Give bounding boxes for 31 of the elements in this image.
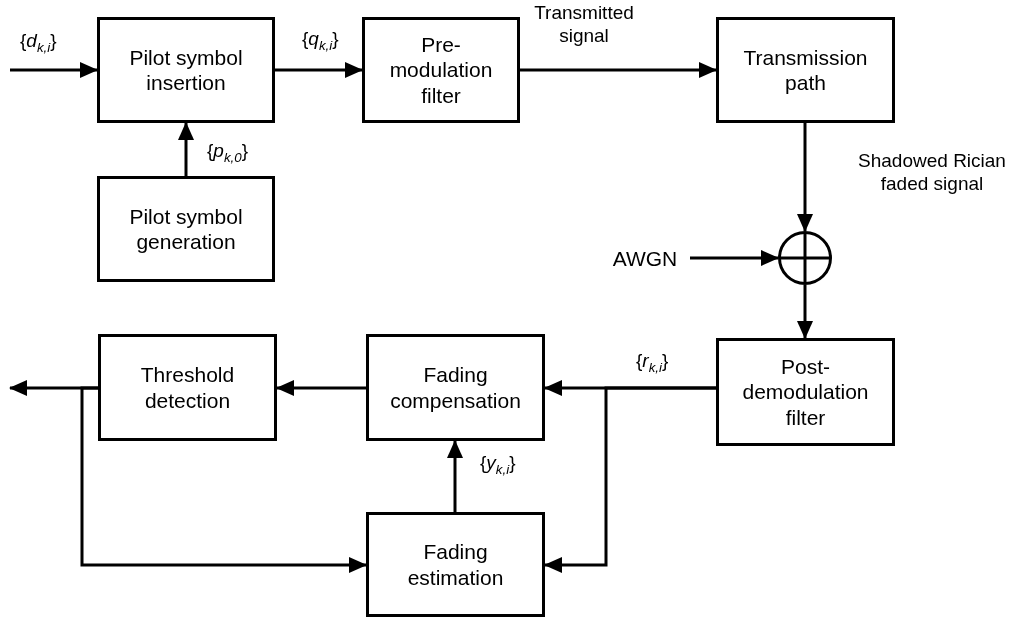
- process-box: [97, 176, 275, 282]
- arrow: [797, 123, 813, 232]
- arrow: [520, 62, 717, 78]
- process-box: [98, 334, 277, 441]
- process-box: [716, 338, 895, 446]
- box-label: Transmission path: [742, 44, 869, 96]
- arrow: [276, 380, 366, 396]
- box-label: Pilot symbol generation: [128, 203, 244, 255]
- box-label: Threshold detection: [139, 362, 236, 413]
- arrow: [178, 122, 194, 176]
- box-label: Fading estimation: [406, 539, 505, 590]
- process-box: [362, 17, 520, 123]
- arrow: [797, 285, 813, 339]
- process-box: [97, 17, 275, 123]
- arrow: [275, 62, 363, 78]
- arrow: [447, 440, 463, 512]
- box-label: Pre- modulation filter: [388, 32, 494, 108]
- arrow: [690, 250, 779, 266]
- process-box: [366, 512, 545, 617]
- input-label: AWGN: [600, 245, 690, 273]
- box-label: Pilot symbol insertion: [128, 44, 244, 96]
- box-label: Fading compensation: [389, 362, 522, 413]
- process-box: [366, 334, 545, 441]
- arrow: [544, 386, 716, 573]
- arrow: [10, 62, 98, 78]
- box-label: Post- demodulation filter: [741, 354, 870, 430]
- summing-junction: [778, 231, 832, 285]
- edge-label: Shadowed Rician faded signal: [857, 150, 1007, 196]
- arrow: [80, 386, 367, 573]
- edge-label: Transmitted signal: [533, 2, 635, 48]
- process-box: [716, 17, 895, 123]
